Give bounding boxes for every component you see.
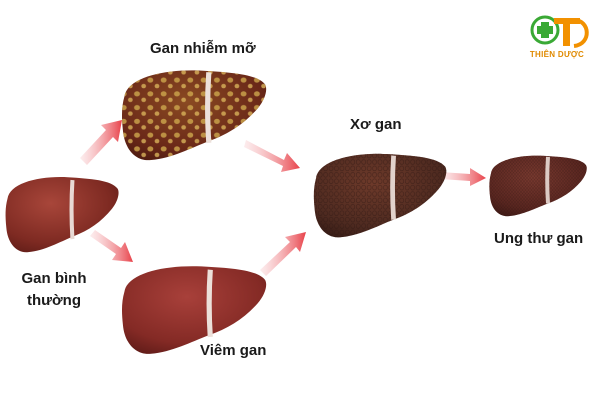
label-hepatitis: Viêm gan — [200, 342, 267, 359]
arrow-hepatitis-to-cirrhosis — [260, 232, 306, 276]
label-cirrhosis: Xơ gan — [350, 116, 402, 133]
liver-normal — [5, 177, 119, 253]
brand-logo — [530, 15, 589, 48]
liver-cancer — [489, 155, 587, 217]
logo-td-mark-icon — [554, 18, 580, 46]
liver-hepatitis — [121, 266, 267, 354]
label-normal-line1: Gan bình — [21, 270, 87, 287]
arrow-fatty-to-cirrhosis — [244, 140, 300, 172]
arrow-normal-to-fatty — [80, 120, 122, 165]
arrow-normal-to-hepatitis — [90, 230, 133, 262]
arrow-cirrhosis-to-cancer — [440, 168, 486, 186]
label-normal-line2: thường — [26, 292, 81, 309]
logo-cross-circle-icon — [530, 15, 560, 45]
label-liver-cancer: Ung thư gan — [494, 230, 584, 247]
label-fatty-liver: Gan nhiễm mỡ — [150, 40, 256, 57]
liver-fatty — [121, 70, 267, 161]
liver-cirrhosis — [313, 153, 447, 238]
brand-logo-text: THIÊN DƯỢC — [529, 50, 585, 59]
label-normal-liver: Gan bình thường — [14, 268, 94, 312]
